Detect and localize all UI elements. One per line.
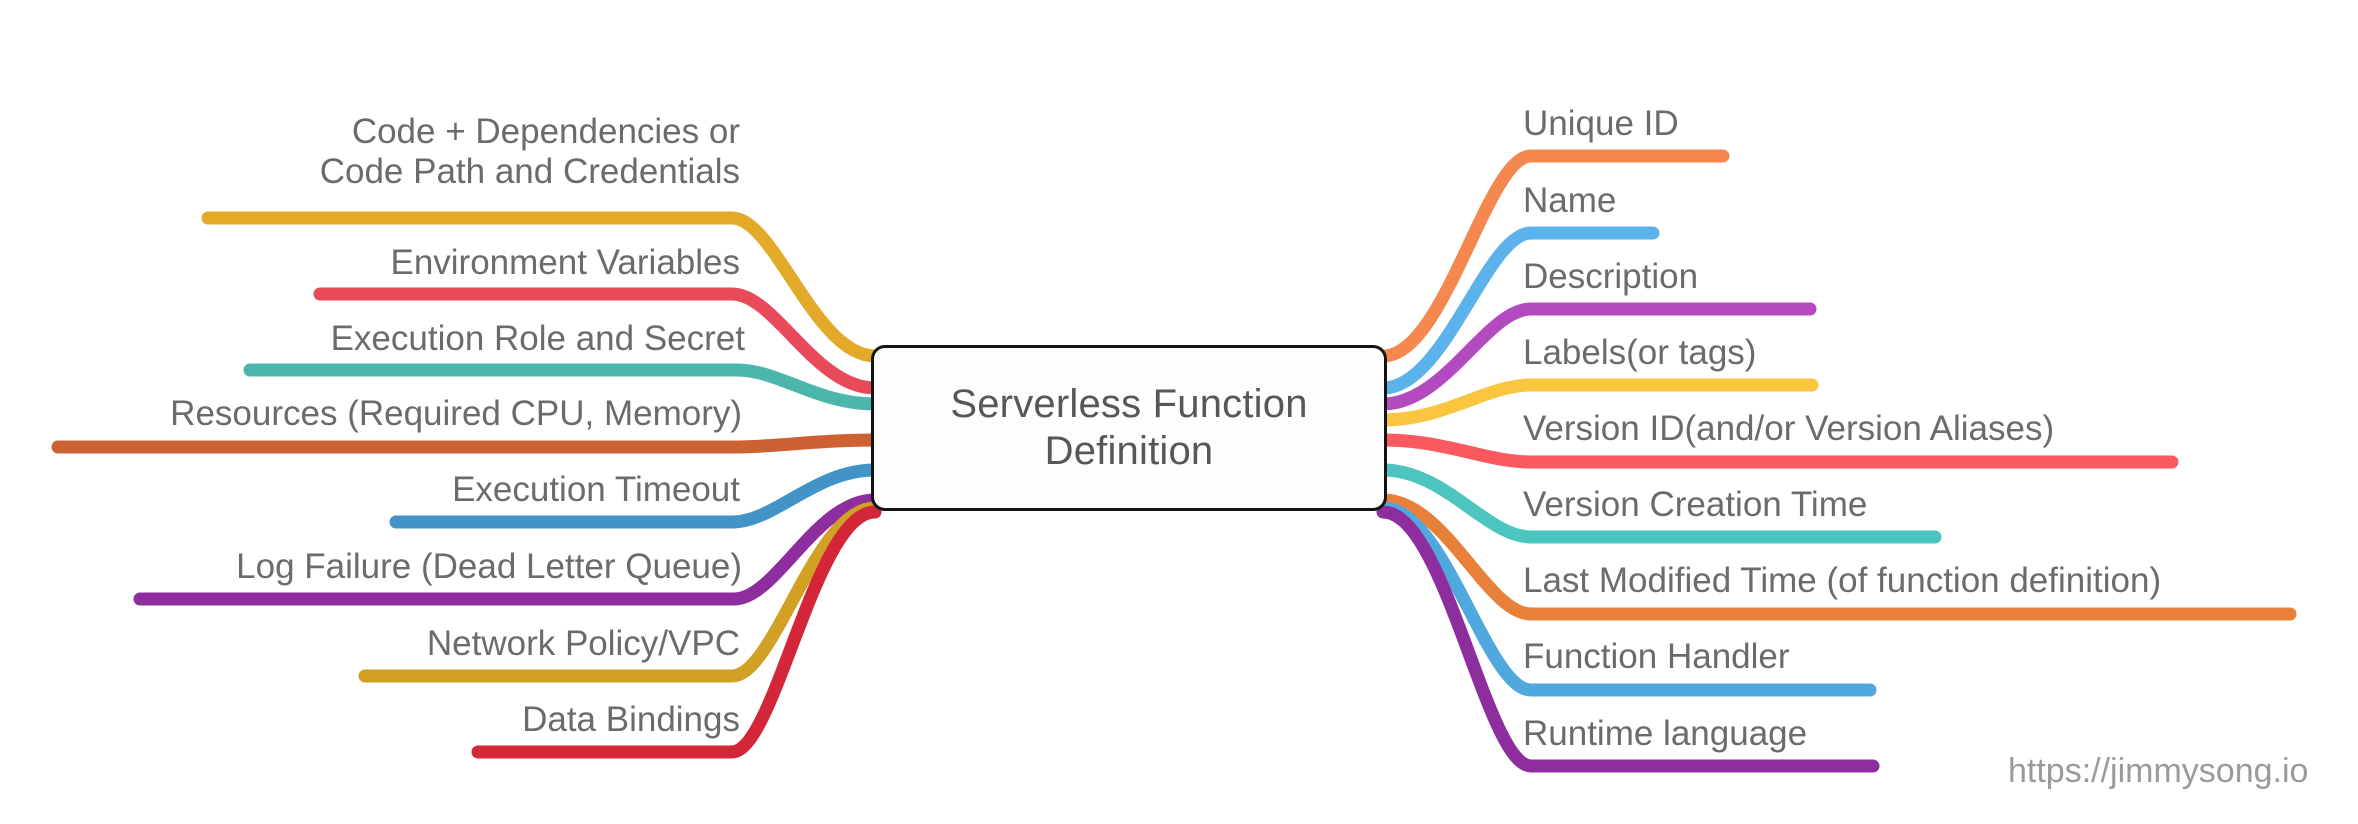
branch-label-left-7[interactable]: Data Bindings [522, 700, 740, 739]
branch-label-left-6[interactable]: Network Policy/VPC [426, 624, 740, 663]
branch-line-left-0[interactable] [201, 211, 882, 363]
branch-label-left-1[interactable]: Environment Variables [390, 243, 740, 282]
branch-label-right-2[interactable]: Description [1523, 257, 1699, 296]
branch-label-right-1[interactable]: Name [1523, 181, 1617, 220]
center-node-label-line2: Definition [1044, 429, 1214, 473]
branch-line-left-2[interactable] [243, 363, 882, 411]
branch-label-right-5[interactable]: Version Creation Time [1523, 485, 1868, 524]
branch-line-right-0[interactable] [1376, 149, 1730, 363]
branch-label-right-4[interactable]: Version ID(and/or Version Aliases) [1523, 409, 2055, 448]
branch-line-right-6[interactable] [1376, 493, 2297, 621]
branch-line-right-1[interactable] [1376, 226, 1660, 395]
branch-label-left-0[interactable]: Code + Dependencies or Code Path and Cre… [319, 112, 740, 191]
branch-label-right-6[interactable]: Last Modified Time (of function definiti… [1523, 561, 2162, 600]
branch-line-left-7[interactable] [471, 505, 882, 759]
center-node[interactable]: Serverless Function Definition [871, 345, 1387, 511]
branch-line-right-2[interactable] [1376, 302, 1817, 411]
branch-line-left-4[interactable] [389, 463, 882, 529]
branch-line-left-1[interactable] [313, 287, 882, 395]
branch-label-right-8[interactable]: Runtime language [1523, 714, 1808, 753]
branch-line-right-4[interactable] [1376, 433, 2179, 469]
branch-label-left-4[interactable]: Execution Timeout [452, 470, 740, 509]
branch-label-right-7[interactable]: Function Handler [1523, 637, 1790, 676]
branch-label-right-0[interactable]: Unique ID [1523, 104, 1679, 143]
branch-line-left-3[interactable] [51, 433, 882, 454]
branch-line-right-5[interactable] [1376, 463, 1942, 544]
branch-line-right-8[interactable] [1376, 505, 1880, 773]
branch-label-left-5[interactable]: Log Failure (Dead Letter Queue) [236, 547, 742, 586]
branch-line-right-3[interactable] [1376, 378, 1819, 427]
branch-label-left-3[interactable]: Resources (Required CPU, Memory) [170, 394, 742, 433]
center-node-label: Serverless Function Definition [932, 381, 1325, 475]
center-node-label-line1: Serverless Function [950, 381, 1308, 426]
watermark: https://jimmysong.io [2008, 752, 2309, 790]
branch-label-right-3[interactable]: Labels(or tags) [1523, 333, 1757, 372]
branch-label-left-2[interactable]: Execution Role and Secret [330, 319, 745, 358]
branch-line-left-5[interactable] [133, 493, 882, 606]
